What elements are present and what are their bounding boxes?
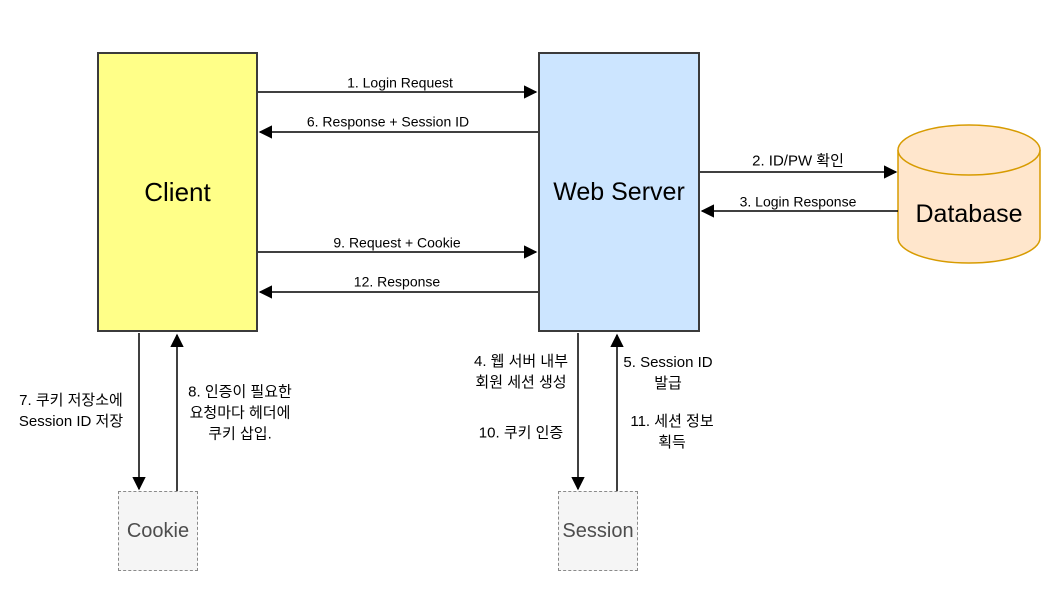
web-server-node-label: Web Server <box>553 177 685 206</box>
cookie-node-label: Cookie <box>126 519 190 542</box>
web-server-node: Web Server <box>538 52 700 332</box>
message-2-label: 2. ID/PW 확인 <box>752 152 844 170</box>
session-node-label: Session <box>562 519 634 542</box>
message-4-label: 4. 웹 서버 내부 회원 세션 생성 <box>473 353 569 391</box>
database-node-label: Database <box>915 199 1023 228</box>
message-10-label: 10. 쿠키 인증 <box>478 424 564 442</box>
message-8-label: 8. 인증이 필요한 요청마다 헤더에 쿠키 삽입. <box>188 383 292 443</box>
client-node-label: Client <box>144 176 211 207</box>
client-node: Client <box>97 52 258 332</box>
session-node: Session <box>558 491 638 571</box>
message-11-label: 11. 세션 정보 획득 <box>630 413 714 451</box>
message-1-label: 1. Login Request <box>347 74 453 91</box>
message-3-label: 3. Login Response <box>739 193 857 210</box>
message-5-label: 5. Session ID 발급 <box>623 354 713 392</box>
message-12-label: 12. Response <box>353 273 441 290</box>
message-6-label: 6. Response + Session ID <box>306 113 470 130</box>
cookie-node: Cookie <box>118 491 198 571</box>
message-7-label: 7. 쿠키 저장소에 Session ID 저장 <box>18 392 124 430</box>
message-9-label: 9. Request + Cookie <box>333 234 461 251</box>
